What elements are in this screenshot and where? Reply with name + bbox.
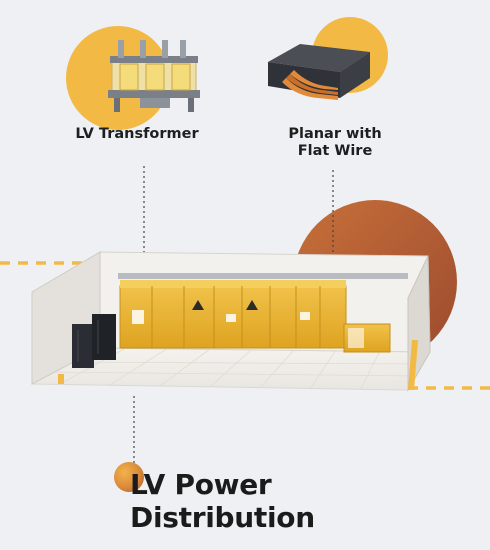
cable-tray xyxy=(118,273,408,279)
title-line1: LV Power xyxy=(130,468,272,501)
label-planar-line1: Planar with xyxy=(288,126,382,142)
planar-inductor-icon xyxy=(268,44,370,100)
transformer-icon xyxy=(108,40,200,112)
dark-cabinets xyxy=(72,314,116,368)
label-planar-line2: Flat Wire xyxy=(297,143,373,159)
wall-stripe-left xyxy=(58,374,64,384)
title-accent-dot xyxy=(114,462,144,492)
page-title: LV Power Distribution xyxy=(130,468,430,534)
label-lv-transformer: LV Transformer xyxy=(52,126,222,143)
side-cabinet xyxy=(343,323,391,353)
switchgear-lineup xyxy=(119,280,347,349)
label-planar-flat-wire: Planar with Flat Wire xyxy=(250,126,420,160)
wall-stripe-right xyxy=(408,340,418,390)
title-line2: Distribution xyxy=(130,501,315,534)
label-lv-transformer-text: LV Transformer xyxy=(75,126,199,142)
